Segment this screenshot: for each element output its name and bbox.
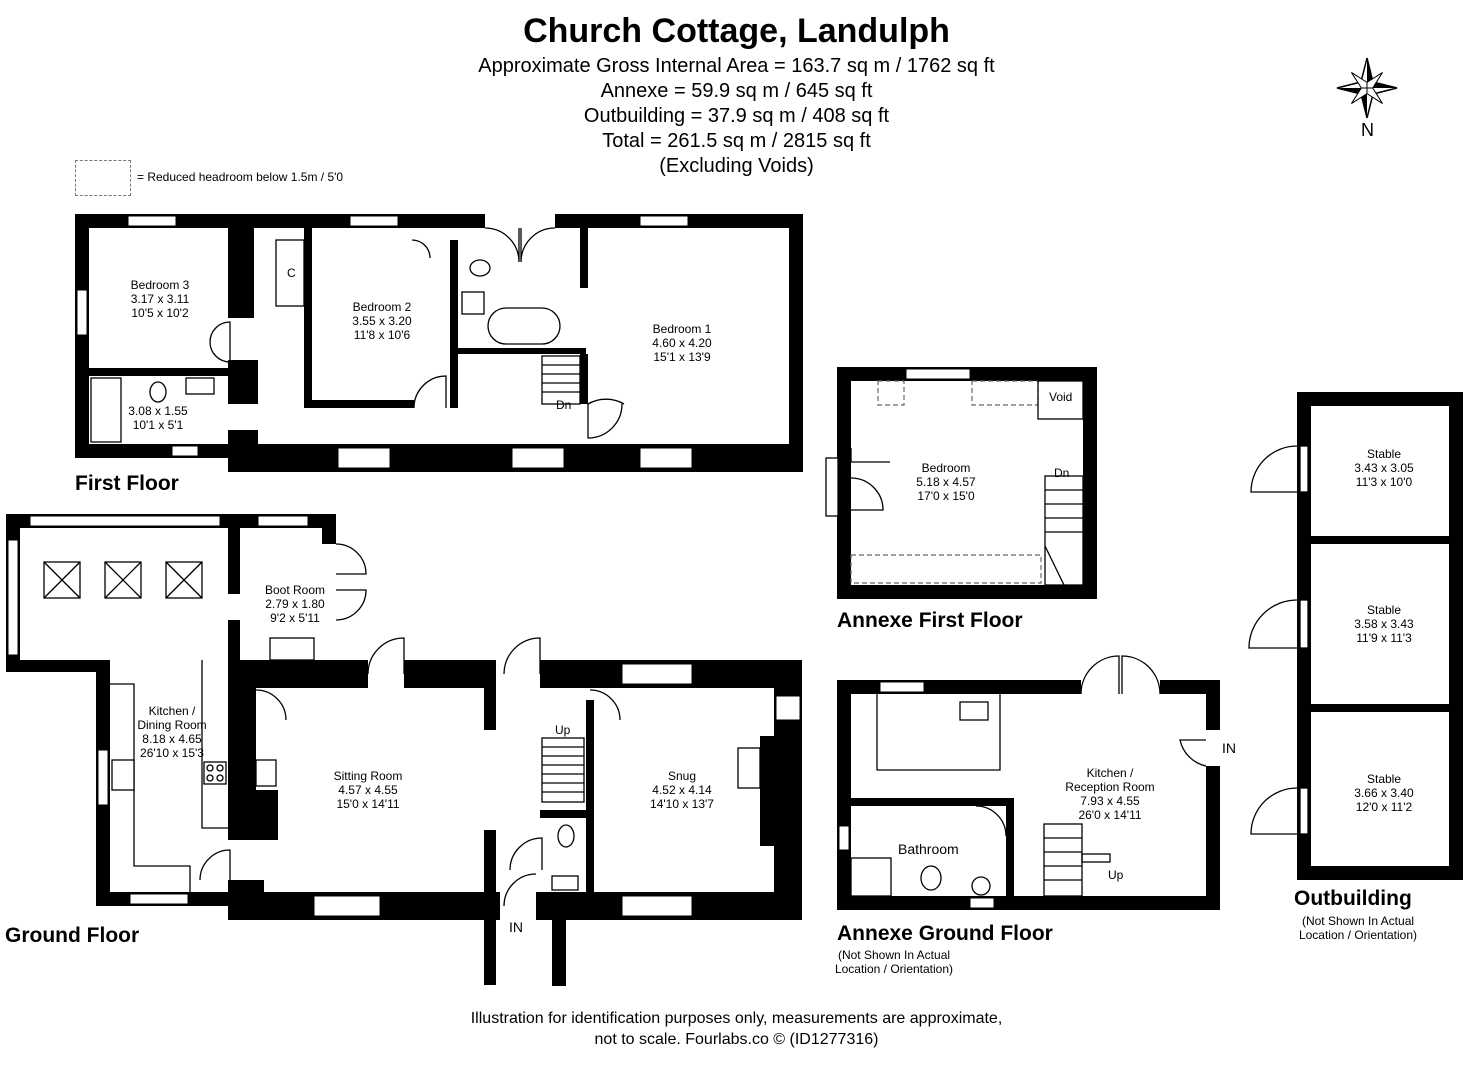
room-annexe-kitchen-reception: Kitchen / Reception Room 7.93 x 4.55 26'… (1065, 766, 1155, 822)
room-bedroom-3: Bedroom 3 3.17 x 3.11 10'5 x 10'2 (130, 278, 190, 320)
room-kitchen-dining: Kitchen / Dining Room 8.18 x 4.65 26'10 … (137, 704, 207, 760)
area-total: Total = 261.5 sq m / 2815 sq ft (602, 130, 871, 152)
room-bathroom-first-floor: 3.08 x 1.55 10'1 x 5'1 (128, 404, 188, 432)
room-snug: Snug 4.52 x 4.14 14'10 x 13'7 (650, 769, 714, 811)
annexe-entrance-in-label: IN (1222, 740, 1236, 756)
room-annexe-bedroom: Bedroom 5.18 x 4.57 17'0 x 15'0 (916, 461, 976, 503)
stairs-up-label: Up (555, 723, 571, 737)
annexe-stairs-up-label: Up (1108, 868, 1124, 882)
floor-label-outbuilding: Outbuilding (1294, 887, 1412, 910)
room-bedroom-2: Bedroom 2 3.55 x 3.20 11'8 x 10'6 (352, 300, 412, 342)
ground-floor-plan (6, 514, 802, 986)
annexe-ground-floor-plan (837, 655, 1220, 910)
area-outbuilding: Outbuilding = 37.9 sq m / 408 sq ft (583, 105, 890, 127)
cupboard-label: C (287, 266, 296, 280)
reduced-headroom-swatch (75, 160, 131, 196)
entrance-in-label: IN (509, 919, 523, 935)
legend-text: = Reduced headroom below 1.5m / 5'0 (137, 170, 344, 184)
first-floor-plan (75, 214, 803, 472)
area-gross: Approximate Gross Internal Area = 163.7 … (478, 55, 995, 77)
floor-label-first: First Floor (75, 472, 179, 495)
room-annexe-bathroom: Bathroom (898, 841, 959, 857)
compass-rose-icon (1336, 57, 1398, 119)
area-excluding-voids: (Excluding Voids) (659, 155, 814, 177)
room-sitting-room: Sitting Room 4.57 x 4.55 15'0 x 14'11 (333, 769, 403, 811)
compass-north-label: N (1361, 120, 1374, 140)
room-boot-room: Boot Room 2.79 x 1.80 9'2 x 5'11 (264, 583, 326, 625)
outbuilding-note: (Not Shown In Actual Location / Orientat… (1298, 914, 1418, 942)
room-stable-3: Stable 3.66 x 3.40 12'0 x 11'2 (1354, 772, 1414, 814)
floor-label-annexe-ground: Annexe Ground Floor (837, 922, 1053, 945)
disclaimer-line-2: not to scale. Fourlabs.co © (ID1277316) (594, 1031, 879, 1048)
void-label: Void (1049, 390, 1073, 404)
area-annexe: Annexe = 59.9 sq m / 645 sq ft (600, 80, 873, 102)
floor-label-ground: Ground Floor (5, 924, 140, 947)
room-bedroom-1: Bedroom 1 4.60 x 4.20 15'1 x 13'9 (652, 322, 712, 364)
floor-label-annexe-first: Annexe First Floor (837, 609, 1023, 632)
room-stable-1: Stable 3.43 x 3.05 11'3 x 10'0 (1354, 447, 1414, 489)
annexe-ground-note: (Not Shown In Actual Location / Orientat… (834, 948, 954, 976)
room-stable-2: Stable 3.58 x 3.43 11'9 x 11'3 (1354, 603, 1414, 645)
annexe-first-floor-plan (825, 367, 1097, 599)
annexe-stairs-down-label: Dn (1054, 466, 1070, 480)
stairs-down-label: Dn (556, 398, 572, 412)
plan-title: Church Cottage, Landulph (523, 12, 950, 50)
outbuilding-plan (1248, 392, 1463, 880)
disclaimer-line-1: Illustration for identification purposes… (470, 1010, 1003, 1027)
